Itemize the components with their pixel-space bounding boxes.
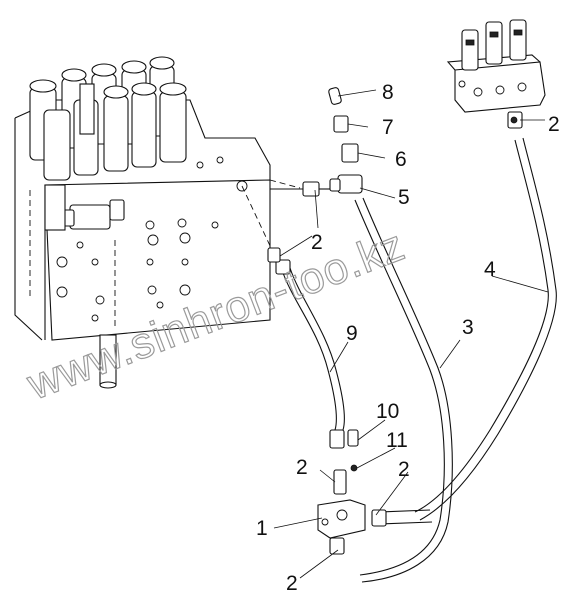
- callout-1: 1: [256, 517, 268, 540]
- fittings-5-8: [241, 87, 363, 251]
- callout-2-bottom: 2: [286, 572, 298, 595]
- callout-2-top-right: 2: [548, 113, 560, 136]
- pilot-valve-block: [446, 19, 546, 113]
- main-valve-block: [14, 56, 271, 389]
- callout-2-pipe-fitting: 2: [398, 458, 410, 481]
- leader-lines: [273, 89, 549, 579]
- callout-5: 5: [398, 186, 410, 209]
- callout-6: 6: [395, 148, 407, 171]
- valve-spools: [29, 56, 187, 181]
- hoses: [275, 137, 557, 583]
- callout-labels: 1 2 2 2 2 2 3 4 5 6 7 8 9 10 11: [256, 81, 560, 595]
- valve-ports: [56, 156, 248, 322]
- callout-7: 7: [382, 116, 394, 139]
- callout-3: 3: [462, 316, 474, 339]
- callout-8: 8: [382, 81, 394, 104]
- callout-2-manifold: 2: [311, 231, 323, 254]
- callout-10: 10: [376, 400, 399, 423]
- callout-9: 9: [346, 322, 358, 345]
- callout-11: 11: [386, 429, 408, 452]
- callout-4: 4: [484, 258, 496, 281]
- distribution-block: [267, 111, 523, 555]
- callout-2-upper-fitting: 2: [296, 456, 308, 479]
